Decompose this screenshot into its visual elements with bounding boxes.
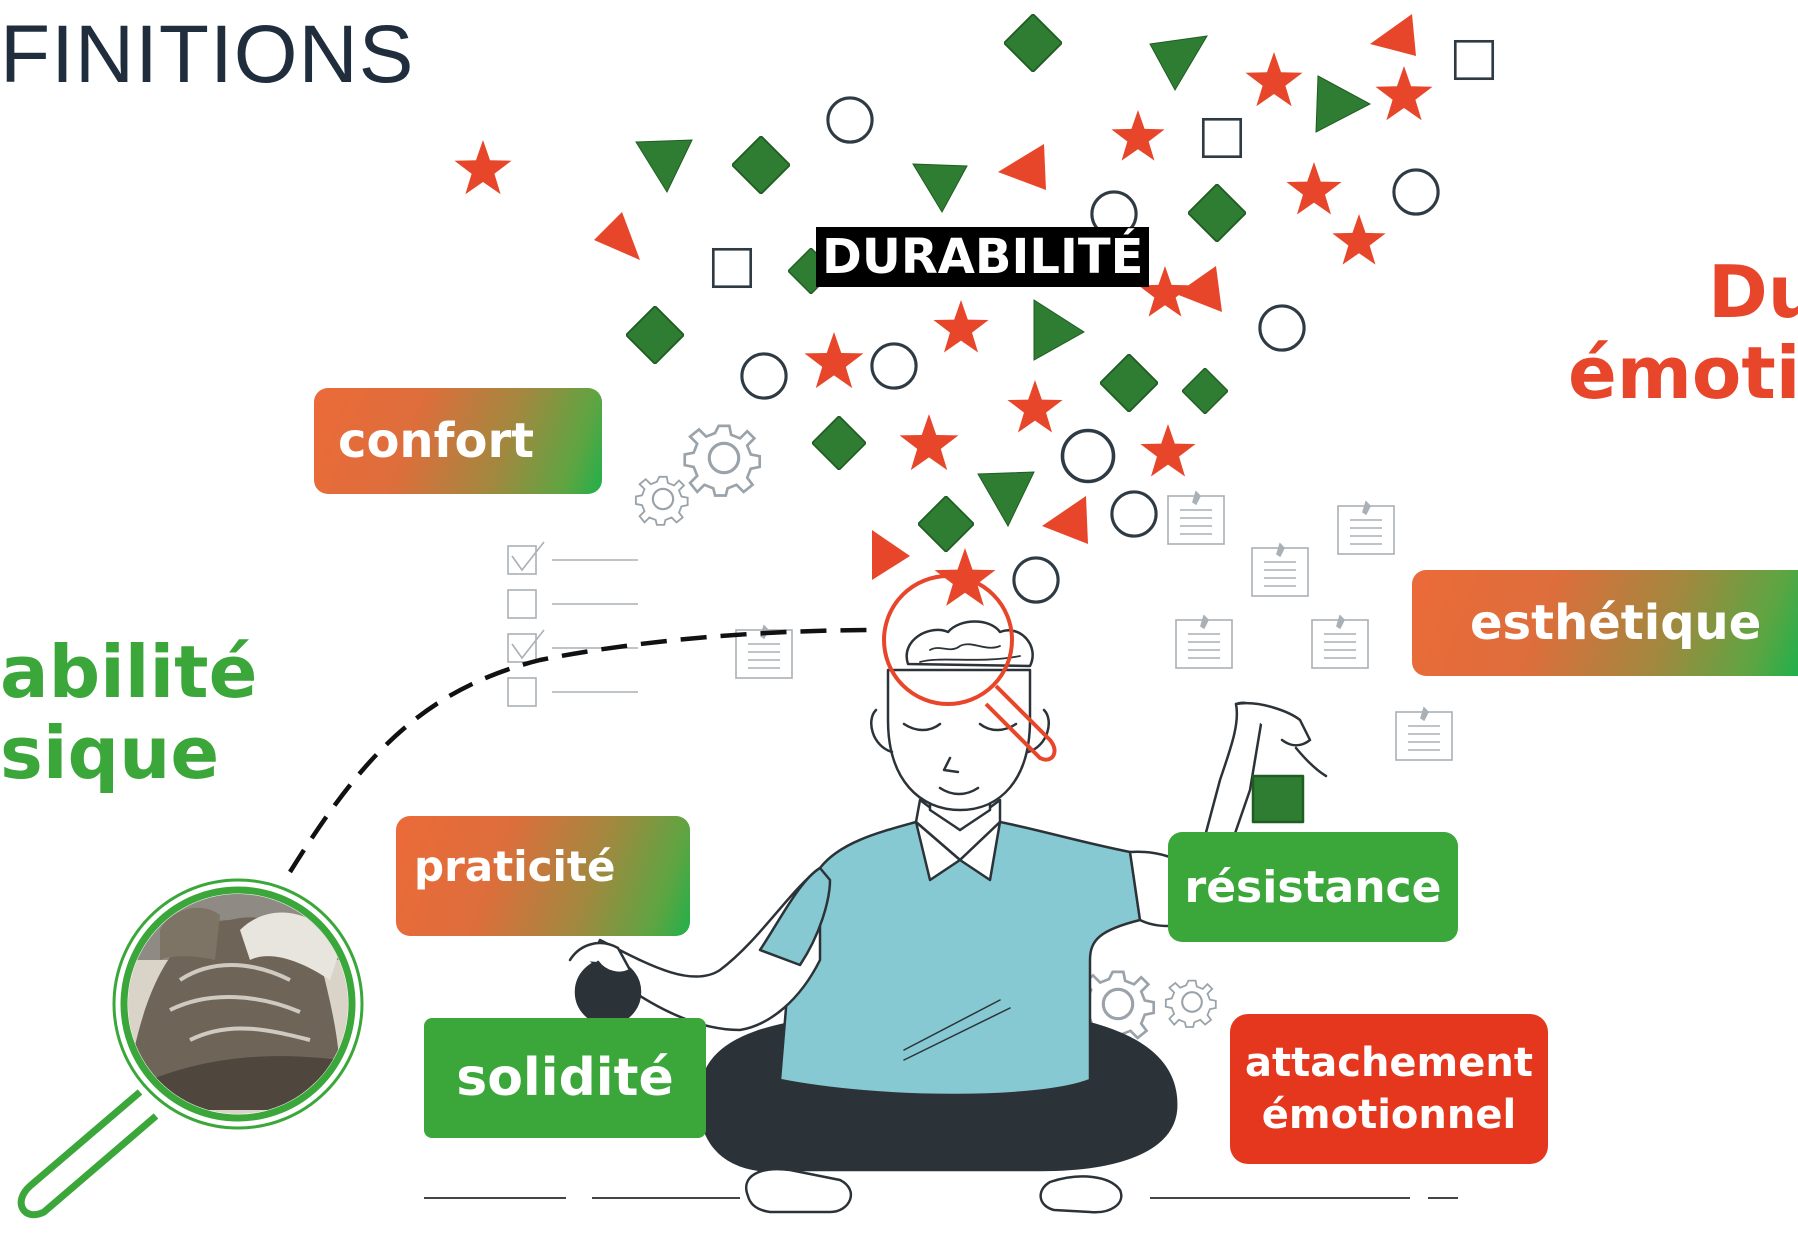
- label-esthetique: esthétique: [1412, 570, 1798, 676]
- triangle-icon: [1033, 299, 1085, 361]
- right-heading: Du émoti: [1568, 252, 1798, 413]
- circle-icon: [1258, 304, 1306, 352]
- note-icon: [1175, 615, 1233, 669]
- label-attachement-line2: émotionnel: [1261, 1092, 1517, 1138]
- label-solidite-text: solidité: [456, 1048, 674, 1108]
- diamond-icon: [1004, 14, 1062, 72]
- star-icon: [1111, 110, 1165, 161]
- magnifier-icon: [17, 878, 364, 1219]
- square-icon: [1453, 39, 1495, 81]
- square-icon: [1201, 117, 1243, 159]
- right-heading-line1: Du: [1708, 252, 1798, 334]
- shoe-photo: [128, 894, 348, 1114]
- right-heading-line2: émoti: [1568, 330, 1798, 414]
- left-heading-line1: abilité: [0, 630, 258, 714]
- left-heading: abilité sique: [0, 632, 257, 793]
- checklist-icon: [507, 541, 638, 707]
- star-icon: [1332, 214, 1386, 265]
- circle-icon: [870, 342, 918, 390]
- label-confort-text: confort: [338, 413, 535, 469]
- triangle-icon: [1149, 35, 1208, 92]
- star-icon: [1286, 162, 1342, 215]
- triangle-icon: [998, 144, 1046, 190]
- triangle-icon: [1370, 14, 1416, 56]
- star-icon: [1245, 52, 1303, 107]
- circle-icon: [1392, 168, 1440, 216]
- diamond-icon: [1100, 354, 1158, 412]
- label-esthetique-text: esthétique: [1470, 595, 1762, 651]
- magnifier-icon: [882, 574, 1057, 762]
- triangle-icon: [1315, 75, 1372, 133]
- star-icon: [1007, 380, 1063, 433]
- circle-icon: [1060, 428, 1116, 484]
- diamond-icon: [732, 136, 790, 194]
- label-resistance-text: résistance: [1184, 861, 1442, 913]
- star-icon: [454, 140, 512, 195]
- triangle-icon: [1042, 496, 1088, 544]
- triangle-icon: [872, 530, 910, 580]
- gear-icon: [634, 475, 689, 526]
- star-icon: [899, 414, 959, 471]
- label-confort: confort: [314, 388, 602, 494]
- circle-icon: [1012, 556, 1060, 604]
- meditating-person: [568, 620, 1328, 1214]
- label-solidite: solidité: [424, 1018, 706, 1138]
- circle-icon: [826, 96, 874, 144]
- label-attachement-emotionnel: attachement émotionnel: [1230, 1014, 1548, 1164]
- note-icon: [1395, 707, 1453, 761]
- diamond-icon: [918, 496, 974, 552]
- dashed-connector: [288, 627, 881, 874]
- star-icon: [1375, 66, 1433, 121]
- triangle-icon: [594, 212, 640, 260]
- diamond-icon: [1188, 184, 1246, 242]
- left-heading-line2: sique: [0, 710, 220, 795]
- square-icon: [711, 247, 753, 289]
- diamond-icon: [1182, 368, 1228, 414]
- triangle-icon: [1176, 266, 1222, 312]
- star-icon: [804, 332, 864, 389]
- triangle-icon: [977, 471, 1035, 528]
- star-icon: [933, 300, 989, 353]
- triangle-icon: [635, 139, 693, 194]
- diamond-icon: [812, 416, 866, 470]
- note-icon: [1167, 491, 1225, 545]
- label-praticite: praticité: [396, 816, 690, 936]
- note-icon: [1337, 501, 1395, 555]
- gear-icon: [683, 424, 762, 498]
- center-title: DURABILITÉ: [816, 227, 1150, 287]
- triangle-icon: [912, 163, 968, 214]
- gear-icon: [1164, 979, 1217, 1029]
- circle-icon: [740, 352, 788, 400]
- label-praticite-text: praticité: [414, 841, 616, 891]
- page-title: FINITIONS: [0, 9, 415, 100]
- label-resistance: résistance: [1168, 832, 1458, 942]
- note-icon: [1251, 543, 1309, 597]
- diamond-icon: [626, 306, 684, 364]
- star-icon: [1140, 424, 1196, 477]
- label-attachement-line1: attachement: [1245, 1040, 1533, 1086]
- note-icon: [1311, 615, 1369, 669]
- circle-icon: [1110, 490, 1158, 538]
